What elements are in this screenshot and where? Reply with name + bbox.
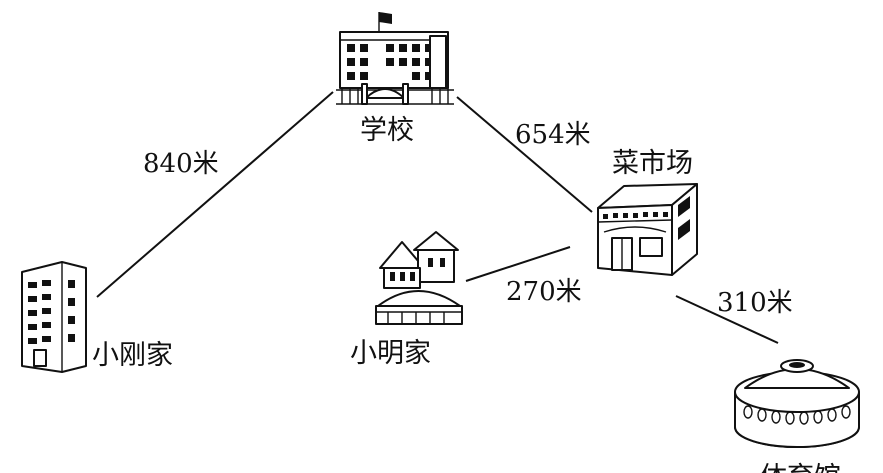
market-label: 菜市场: [612, 148, 693, 179]
route-line-market-stadium: [675, 295, 779, 344]
stadium-building-icon: [734, 359, 860, 448]
xiaogang-home-label: 小刚家: [92, 340, 173, 371]
distance-label-school-market: 654米: [515, 120, 591, 150]
school-label: 学校: [360, 115, 414, 146]
xiaoming-home-label: 小明家: [350, 338, 431, 369]
market-building-icon: [597, 183, 698, 276]
route-line-xiaoming-market: [465, 246, 571, 282]
xiaoming-home-building-icon: [375, 231, 463, 325]
distance-label-xiaoming-market: 270米: [506, 277, 582, 307]
distance-label-xiaogang-school: 840米: [143, 149, 219, 179]
route-line-xiaogang-school: [96, 91, 334, 298]
school-building-icon: [336, 12, 454, 105]
distance-label-market-stadium: 310米: [717, 288, 793, 318]
stadium-label: 体育馆: [760, 462, 841, 473]
route-line-school-market: [456, 96, 593, 213]
xiaogang-home-building-icon: [21, 261, 87, 373]
